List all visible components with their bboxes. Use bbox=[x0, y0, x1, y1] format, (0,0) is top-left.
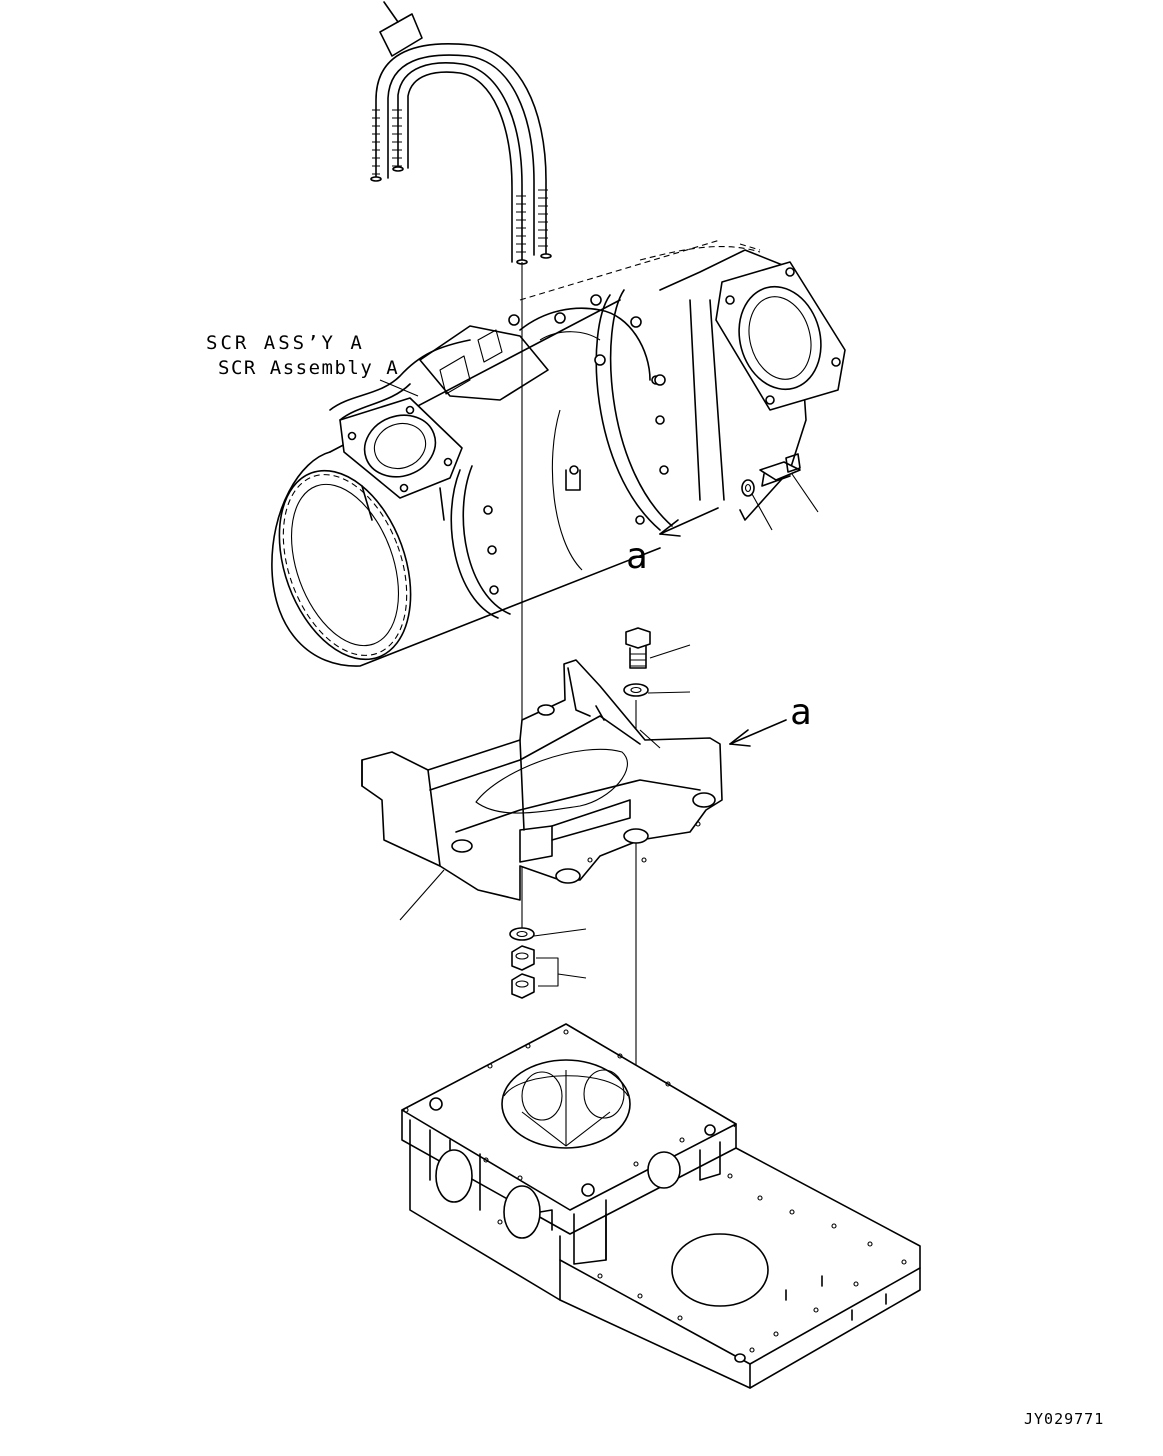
lower-washer bbox=[509, 927, 587, 941]
scr-assembly-label-en: SCR Assembly A bbox=[218, 357, 399, 379]
scr-assembly bbox=[271, 239, 846, 667]
view-label-a-right: a bbox=[790, 692, 812, 733]
u-bolt-pair bbox=[370, 1, 552, 265]
bracket-bolt bbox=[625, 627, 691, 669]
view-arrow-a-right bbox=[729, 719, 787, 747]
scr-assembly-label-jp: SCR ASS’Y A bbox=[206, 332, 365, 354]
drawing-code: JY029771 bbox=[1024, 1410, 1104, 1428]
lower-nuts bbox=[511, 945, 587, 999]
base-frame bbox=[401, 1023, 921, 1389]
bracket-washer bbox=[623, 683, 691, 697]
view-label-a-top: a bbox=[626, 536, 648, 577]
mounting-bracket bbox=[361, 659, 723, 921]
scr-label-leader bbox=[379, 379, 419, 397]
